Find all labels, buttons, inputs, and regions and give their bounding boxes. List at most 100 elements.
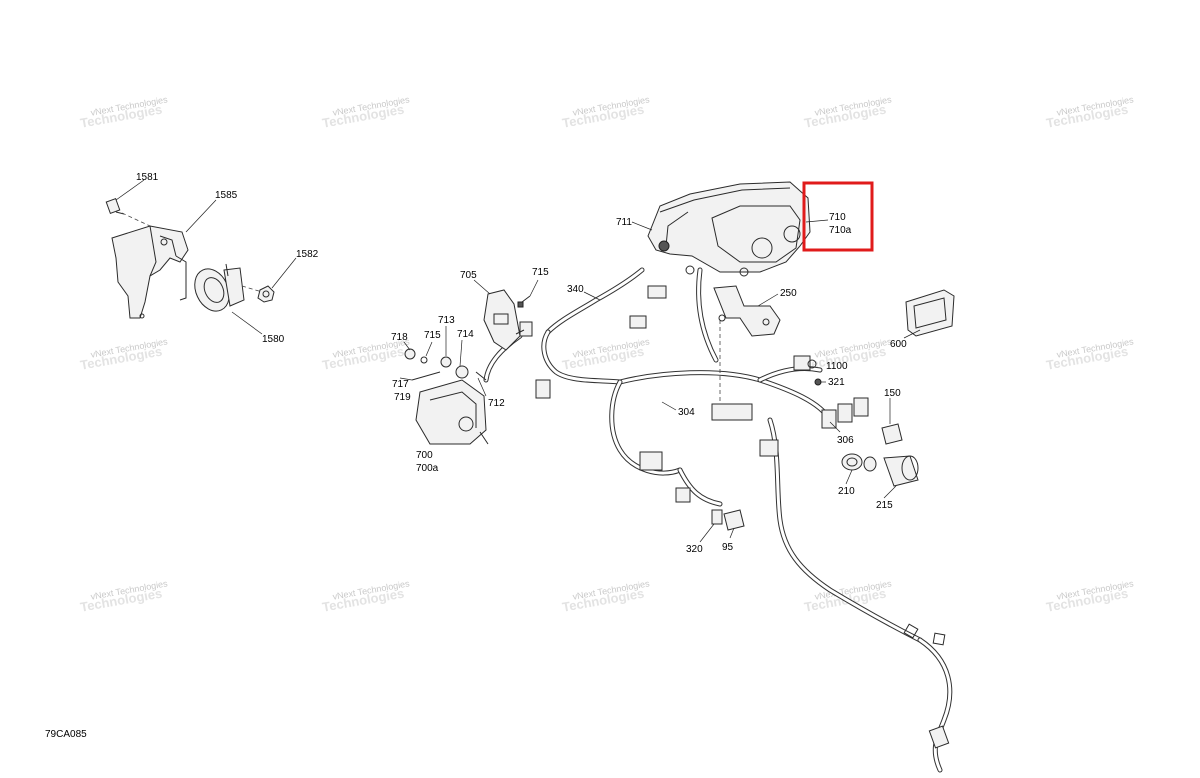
- watermark: Technologies vNext Technologies: [1045, 336, 1135, 372]
- watermark: Technologies vNext Technologies: [79, 578, 169, 614]
- leader-line: [829, 421, 841, 433]
- callout-715-left: 715: [424, 330, 441, 341]
- watermark: Technologies vNext Technologies: [1045, 578, 1135, 614]
- drawing-code: 79CA085: [45, 729, 87, 740]
- sensor-1100[interactable]: [793, 355, 817, 371]
- leader-line: [115, 179, 145, 201]
- small-parts-713-719[interactable]: [399, 326, 487, 397]
- leader-line: [583, 291, 601, 301]
- actuator-700[interactable]: [415, 379, 489, 445]
- callout-712: 712: [488, 398, 505, 409]
- module-705[interactable]: [473, 279, 521, 351]
- callout-321: 321: [828, 377, 845, 388]
- leader-line: [399, 377, 413, 381]
- leader-line: [403, 341, 411, 351]
- cluster-711-710: [631, 181, 829, 277]
- callout-210: 210: [838, 486, 855, 497]
- callout-306: 306: [837, 435, 854, 446]
- callout-711: 711: [616, 217, 632, 228]
- callout-710a: 710a: [829, 225, 852, 236]
- screw-715-top[interactable]: [515, 279, 539, 335]
- switch-bank-306[interactable]: [821, 397, 869, 433]
- callout-304: 304: [678, 407, 695, 418]
- callout-labels: 1581 1585 1582 1580 711 710 710a 705 715…: [136, 172, 907, 555]
- switch-150[interactable]: [881, 398, 903, 445]
- leader-line: [185, 199, 217, 233]
- callout-1582: 1582: [296, 249, 319, 260]
- nut-1582[interactable]: [257, 285, 275, 303]
- leader-line: [883, 485, 897, 499]
- watermark: Technologies vNext Technologies: [321, 578, 411, 614]
- callout-1100: 1100: [826, 361, 848, 372]
- watermark: Technologies vNext Technologies: [561, 94, 651, 130]
- watermark: Technologies vNext Technologies: [321, 94, 411, 130]
- connector[interactable]: [647, 285, 667, 299]
- connector[interactable]: [629, 315, 647, 329]
- callout-713: 713: [438, 315, 455, 326]
- callout-1585: 1585: [215, 190, 238, 201]
- callout-150: 150: [884, 388, 901, 399]
- plug-321[interactable]: [814, 378, 826, 386]
- callout-700a: 700a: [416, 463, 439, 474]
- connector[interactable]: [675, 487, 691, 503]
- leader-line: [805, 219, 829, 223]
- watermark: Technologies vNext Technologies: [561, 336, 651, 372]
- callout-718: 718: [391, 332, 408, 343]
- connector[interactable]: [759, 439, 779, 457]
- leader-line: [231, 311, 263, 335]
- cluster-710[interactable]: [711, 205, 801, 263]
- callout-1581: 1581: [136, 172, 159, 183]
- watermark: Technologies vNext Technologies: [803, 578, 893, 614]
- socket-210[interactable]: [841, 453, 877, 485]
- callout-600: 600: [890, 339, 907, 350]
- assembly-line: [121, 212, 151, 227]
- watermark-layer: Technologies vNext Technologies Technolo…: [79, 94, 1135, 614]
- leader-line: [661, 401, 677, 411]
- callout-717: 717: [392, 379, 409, 390]
- watermark: Technologies vNext Technologies: [803, 94, 893, 130]
- callout-700: 700: [416, 450, 433, 461]
- connector[interactable]: [639, 451, 663, 471]
- connector[interactable]: [535, 379, 551, 399]
- watermark: Technologies vNext Technologies: [79, 336, 169, 372]
- callout-705: 705: [460, 270, 477, 281]
- leader-line: [757, 293, 779, 307]
- display-600[interactable]: [903, 289, 955, 339]
- connector-320[interactable]: [699, 509, 723, 543]
- horn-1580[interactable]: [188, 263, 245, 316]
- callout-714: 714: [457, 329, 474, 340]
- cap-215[interactable]: [883, 455, 919, 499]
- leader-line: [529, 279, 539, 297]
- leader-line: [699, 523, 715, 543]
- callout-715-top: 715: [532, 267, 549, 278]
- item-304[interactable]: [661, 401, 677, 411]
- leader-line: [845, 469, 853, 485]
- callout-340: 340: [567, 284, 584, 295]
- leader-line: [473, 279, 491, 295]
- leader-line: [903, 329, 921, 339]
- callout-320: 320: [686, 544, 703, 555]
- leader-line: [729, 527, 735, 539]
- item-340[interactable]: [583, 291, 601, 301]
- horn-assembly: [105, 179, 297, 335]
- leader-line: [477, 377, 487, 397]
- bolt-1581[interactable]: [105, 198, 125, 215]
- leader-line: [271, 257, 297, 289]
- wiring-harness: [483, 267, 953, 773]
- callout-719: 719: [394, 392, 411, 403]
- callout-710: 710: [829, 212, 846, 223]
- callout-95: 95: [722, 542, 734, 553]
- watermark: Technologies vNext Technologies: [561, 578, 651, 614]
- switch-95[interactable]: [723, 509, 745, 539]
- bracket-1585[interactable]: [111, 225, 189, 319]
- fuse-block[interactable]: [711, 403, 753, 421]
- callout-1580: 1580: [262, 334, 285, 345]
- bracket-250[interactable]: [713, 285, 781, 337]
- highlight-box: [802, 181, 874, 252]
- callout-215: 215: [876, 500, 893, 511]
- leader-line: [459, 339, 463, 367]
- connector[interactable]: [519, 321, 533, 337]
- callout-250: 250: [780, 288, 797, 299]
- watermark: Technologies vNext Technologies: [1045, 94, 1135, 130]
